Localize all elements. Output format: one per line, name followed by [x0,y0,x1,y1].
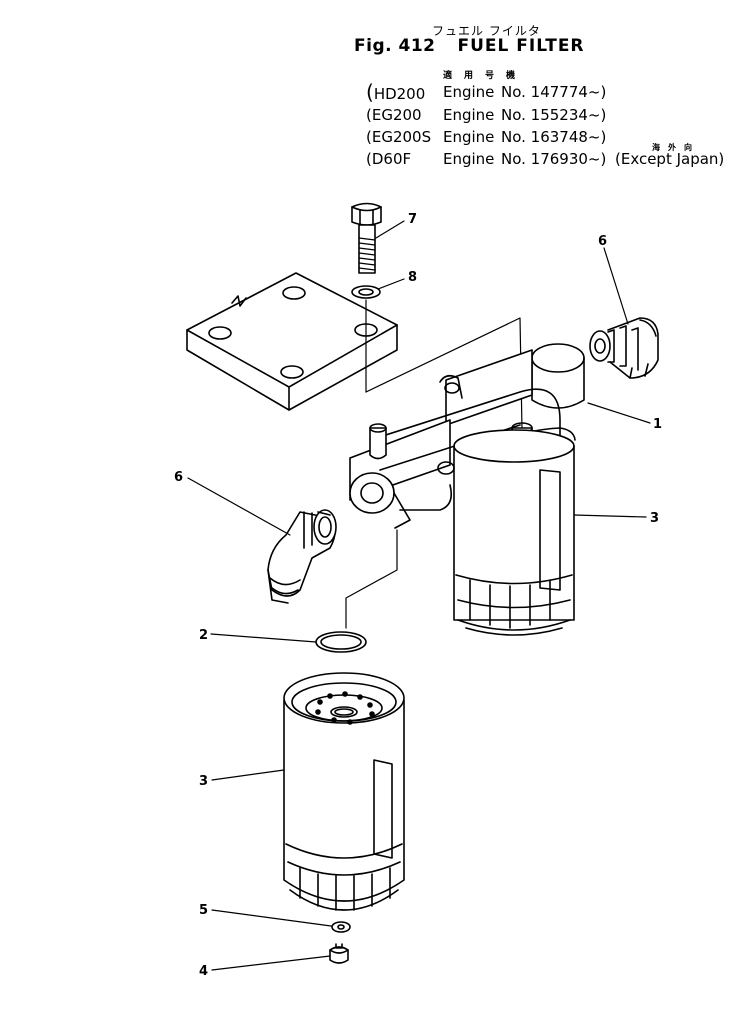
engine-serial: No. 176930~) [501,150,607,168]
engine-serial: No. 147774~) [501,83,607,101]
engine-serial: No. 163748~) [501,128,607,146]
hex-bolt-part [351,202,382,274]
leader-line [573,514,647,518]
open-paren-mark: ( [366,80,374,104]
applicability-jp-header: 適用号機 [443,71,528,81]
callout-5: 5 [199,903,208,918]
callout-4: 4 [199,964,208,979]
callout-6: 6 [598,234,607,249]
applicability-table: (HD200 Engine No. 147774~) (EG200 Engine… [366,80,724,170]
model-name: EG200 [371,106,422,124]
applicability-row: (HD200 Engine No. 147774~) [366,80,724,104]
leader-line [211,909,332,927]
engine-label: Engine [443,128,495,146]
leader-line [603,247,629,325]
engine-serial: No. 155234~) [501,106,607,124]
engine-label: Engine [443,106,495,124]
callout-1: 1 [653,417,662,432]
engine-label: Engine [443,83,495,101]
callout-7: 7 [408,212,417,227]
leader-line [377,278,405,290]
filter-head-part [349,343,585,529]
leader-line [187,477,291,536]
figure-jp-title: フュエル フイルタ [432,24,541,38]
leader-line [210,633,317,643]
oring-assembly-guideline [345,529,398,629]
callout-numbers: 7 8 6 1 3 6 2 3 5 4 [174,212,662,979]
o-ring-part [315,631,367,653]
overseas-jp-note: 海外向 [652,143,700,152]
callout-6: 6 [174,470,183,485]
model-name: D60F [371,150,412,168]
washer-part [351,285,381,299]
loose-filter-cartridge [283,672,405,911]
drain-plug-part [329,943,349,964]
model-name: HD200 [373,85,426,103]
installed-filter-cartridge [453,429,575,636]
applicability-row: (D60F Engine No. 176930~) (Except Japan) [366,150,725,168]
leader-lines [187,220,651,971]
leader-line [587,402,651,424]
applicability-note: (Except Japan) [615,150,725,168]
callout-8: 8 [408,270,417,285]
engine-label: Engine [443,150,495,168]
applicability-row: (EG200S Engine No. 163748~) [366,126,724,148]
figure-title: Fig. 412 FUEL FILTER [354,36,585,56]
elbow-fitting-lower [267,509,337,604]
leader-line [211,955,331,971]
model-name: EG200S [371,128,432,146]
figure-name: FUEL FILTER [457,36,585,56]
elbow-fitting-upper [589,317,659,379]
callout-3: 3 [650,511,659,526]
callout-2: 2 [199,628,208,643]
callout-3: 3 [199,774,208,789]
drain-washer-part [331,921,351,933]
leader-line [211,769,285,781]
leader-line [375,220,405,239]
applicability-row: (EG200 Engine No. 155234~) [366,104,724,126]
figure-number: Fig. 412 [354,36,436,56]
